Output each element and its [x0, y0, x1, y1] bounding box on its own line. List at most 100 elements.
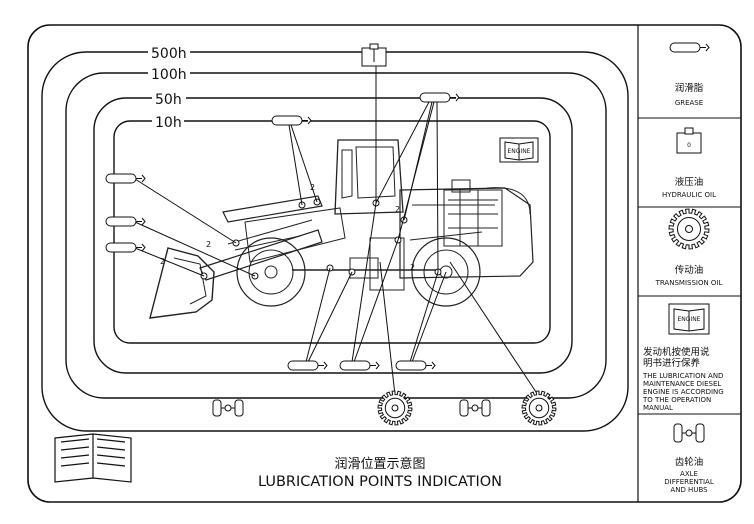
gear-ring	[528, 397, 550, 419]
point-count-label: 2	[395, 205, 400, 214]
interval-label-10h: 10h	[155, 115, 182, 131]
label-mask-50h	[152, 91, 186, 106]
bucket	[149, 247, 215, 319]
gear-icon	[521, 390, 557, 426]
grease-gun-icon	[105, 173, 146, 184]
legend-hydraulic-icon: 0	[676, 127, 702, 154]
gear-teeth	[668, 208, 710, 250]
leader-line	[305, 267, 331, 363]
engine-intake	[451, 179, 471, 193]
front-wheel	[236, 237, 306, 307]
legend-panel: 润滑脂 GREASE 0 液压油 HYDRAULIC OIL 传动油 TRANS…	[638, 42, 741, 494]
interval-loops: 500h 100h 50h 10h	[41, 45, 629, 432]
gear-ring	[676, 216, 702, 242]
engine-marker-label: ENGINE	[508, 148, 531, 155]
hydraulic-tank-icon	[361, 43, 387, 67]
engine-block	[443, 189, 503, 247]
interval-label-100h: 100h	[151, 67, 187, 83]
leader-line	[411, 271, 447, 363]
grease-gun-icon	[419, 92, 460, 103]
axle-icon	[459, 399, 491, 417]
engine-manual-marker: ENGINE	[499, 137, 539, 163]
grease-gun-icon	[105, 216, 146, 227]
loop-500h	[41, 51, 629, 432]
leader-line	[397, 101, 435, 241]
lift-cylinder	[227, 219, 313, 245]
gear-ring	[384, 397, 406, 419]
loop-50h	[93, 97, 573, 374]
legend-axle-en-line: DIFFERENTIAL	[664, 478, 714, 486]
point-count-label: 2	[206, 240, 211, 249]
boom-arm-upper	[222, 195, 323, 223]
transmission-pump	[349, 257, 379, 279]
legend-engine-en-line: THE LUBRICATION AND	[642, 372, 723, 380]
grease-gun-icon	[395, 360, 436, 371]
grease-gun-markers	[105, 92, 460, 371]
leader-line	[375, 99, 431, 204]
grease-gun-icon	[339, 360, 380, 371]
gear-hub	[391, 404, 399, 412]
gear-hub	[684, 224, 694, 234]
legend-hydraulic-tag: 0	[687, 142, 691, 149]
leader-line	[353, 239, 399, 363]
front-frame	[244, 207, 346, 263]
point-count-label: 2	[410, 263, 415, 272]
axle-icon	[212, 399, 244, 417]
point-count-labels: 2 2 2 2 2	[160, 183, 415, 272]
legend-hydraulic-cn: 液压油	[675, 176, 704, 188]
legend-axle-cn: 齿轮油	[675, 456, 704, 468]
legend-transmission-icon	[668, 208, 710, 250]
grease-gun-icon	[105, 242, 146, 253]
legend-engine-cn-line: 发动机按使用说	[643, 346, 710, 358]
grease-gun-icon	[271, 115, 312, 126]
leader-line	[134, 247, 205, 277]
gear-hub	[535, 404, 543, 412]
leader-line	[290, 124, 318, 203]
leader-line	[449, 261, 539, 396]
cab-door-window	[341, 149, 353, 199]
axle-markers	[212, 399, 491, 417]
cab-window	[355, 146, 396, 199]
leader-line	[288, 124, 303, 206]
gear-icon	[377, 390, 413, 426]
legend-engine-en-line: ENGINE IS ACCORDING	[643, 388, 724, 396]
legend-axle-icon	[673, 423, 705, 443]
manual-book-icon	[54, 433, 132, 483]
loop-10h	[113, 120, 551, 344]
fenders	[234, 231, 483, 251]
legend-engine-en-line: MAINTENANCE DIESEL	[643, 380, 721, 388]
legend-axle-en-line: AND HUBS	[670, 486, 708, 494]
legend-engine-cn-line: 明书进行保养	[643, 357, 701, 369]
legend-axle-en-line: AXLE	[680, 470, 698, 478]
boom-arm-lower	[199, 229, 323, 281]
legend-hydraulic-en: HYDRAULIC OIL	[662, 191, 716, 199]
legend-transmission-en: TRANSMISSION OIL	[655, 279, 723, 287]
interval-label-50h: 50h	[155, 92, 182, 108]
front-wheel-hub	[264, 265, 278, 279]
leader-line	[436, 101, 439, 273]
transmission-gear-markers	[377, 390, 557, 426]
engine-ribs	[448, 190, 498, 246]
leader-line	[351, 202, 377, 363]
label-mask-100h	[148, 66, 190, 81]
legend-engine-icon: ENGINE	[668, 303, 710, 335]
wheel-loader-drawing	[149, 139, 534, 319]
interval-label-500h: 500h	[151, 46, 187, 62]
leader-line	[379, 261, 396, 396]
gear-teeth	[377, 390, 413, 426]
outer-frame	[27, 24, 742, 503]
legend-engine-en-line: TO THE OPERATION	[642, 396, 711, 404]
rear-hood	[486, 187, 531, 215]
bucket-inner	[173, 257, 207, 305]
leader-lines	[134, 62, 539, 396]
gear-teeth	[521, 390, 557, 426]
rear-wheel-rim	[423, 249, 469, 295]
legend-grease-icon	[669, 42, 710, 53]
title-cn: 润滑位置示意图	[334, 456, 425, 472]
legend-grease-en: GREASE	[675, 99, 703, 107]
label-mask-500h	[148, 45, 190, 60]
cab	[334, 139, 404, 215]
leader-line	[409, 271, 439, 363]
